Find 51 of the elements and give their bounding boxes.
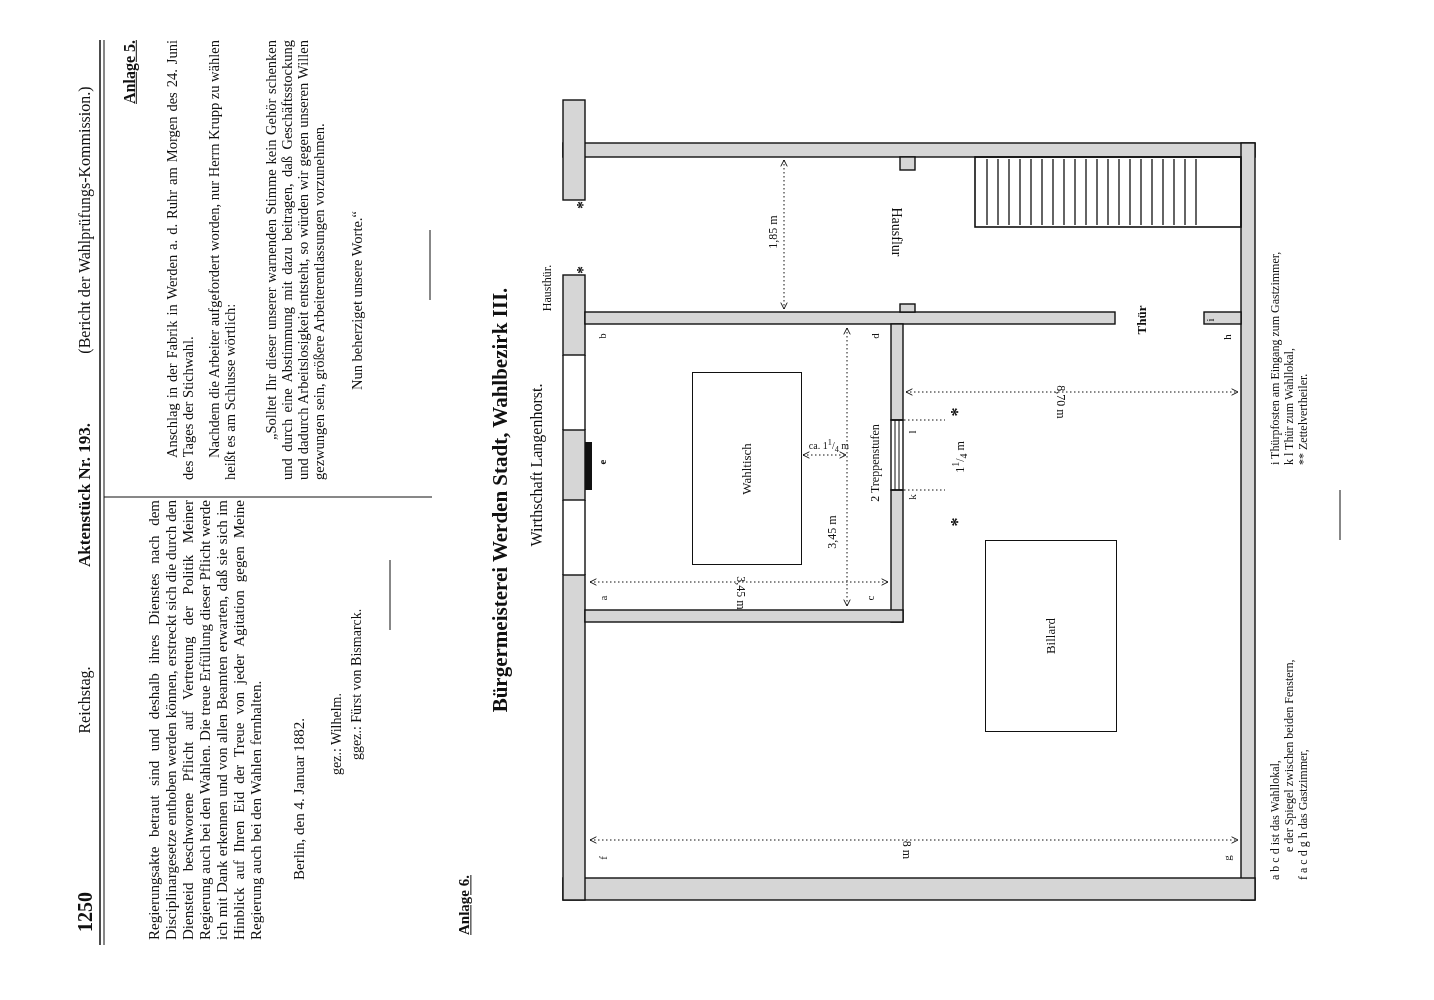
- election-table-outline: [692, 372, 802, 565]
- dimension-label: ca. 1$^{1}$/$_{4}$ m: [808, 437, 850, 455]
- asterisk-mark: *: [573, 201, 592, 209]
- point-letter: h: [1220, 334, 1234, 340]
- signature-line: ggez.: Fürst von Bismarck.: [348, 607, 365, 762]
- date-line: Berlin, den 4. Januar 1882.: [291, 716, 309, 882]
- key-text: a b c d ist das Wahllokal,: [1269, 759, 1283, 880]
- dimension-label: 8 m: [899, 840, 913, 860]
- signature-line: gez.: Wilhelm.: [328, 692, 345, 777]
- key-text: e der Spiegel zwischen beiden Fenstern,: [1283, 658, 1297, 854]
- key-text: f a c d g h das Gastzimmer,: [1297, 748, 1311, 880]
- table-label: Billard: [1043, 617, 1059, 655]
- point-letter: i: [1203, 318, 1217, 322]
- dimension-label: 3,45 m: [826, 515, 840, 549]
- asterisk-mark: *: [947, 407, 969, 417]
- running-head: Reichstag.: [75, 666, 95, 734]
- point-letter: k: [905, 494, 919, 500]
- point-letter: c: [863, 595, 877, 601]
- room-label: Hausflur: [888, 207, 905, 257]
- point-letter: a: [596, 595, 610, 601]
- key-text: ** Zettelvertheiler.: [1297, 372, 1311, 465]
- point-letter: e: [595, 459, 609, 465]
- point-letter: g: [1220, 855, 1234, 861]
- door-label: Thür: [1134, 305, 1150, 335]
- appendix-heading: Anlage 6.: [456, 875, 474, 935]
- table-label: Wahltisch: [739, 442, 755, 495]
- billiard-table-outline: [985, 540, 1117, 732]
- asterisk-mark: *: [947, 517, 969, 527]
- plan-title: Bürgermeisterei Werden Stadt, Wahlbezirk III.: [487, 287, 513, 713]
- key-text: k l Thür zum Wahllokal,: [1283, 347, 1297, 465]
- text-paragraph: Nun beherziget unsere Worte.“: [348, 210, 366, 392]
- plan-subtitle: Wirthschaft Langenhorst.: [527, 383, 547, 547]
- point-letter: l: [905, 430, 919, 434]
- text-paragraph: Nachdem die Arbeiter aufgefordert worden, nur Herrn Krupp zu wählen heißt es am Schlusse wörtlich:: [206, 40, 238, 480]
- asterisk-mark: *: [573, 266, 592, 274]
- text-paragraph: Regierungsakte betraut sind und deshalb ihres Dienstes nach dem Disciplinargesetze enthoben werden können, erstreckt sich die durch den Diensteid beschworene Pflicht auf Vertretung der Politik Meiner Regierung auch bei den Wahlen. Die treue Erfüllung dieser Pflicht werde ich mit Dank erkennen und von allen Beamten erwarten, daß sie sich im Hinblick auf Ihren Eid der Treue von jeder Agitation gegen Meine Regierung auch bei den Wahlen fernhalten.: [145, 500, 265, 940]
- text-paragraph: Anschlag in der Fabrik in Werden a. d. Ruhr am Morgen des 24. Juni des Tages der Stichwahl.: [164, 40, 196, 480]
- key-text: i Thürpfosten am Eingang zum Gastzimmer,: [1269, 250, 1283, 465]
- page-number: 1250: [73, 892, 97, 932]
- point-letter: d: [868, 333, 882, 339]
- dimension-label: 8,70 m: [1053, 385, 1067, 419]
- point-letter: f: [596, 856, 610, 860]
- appendix-heading: Anlage 5.: [120, 40, 140, 106]
- running-head: (Bericht der Wahlprüfungs-Kommission.): [75, 86, 95, 354]
- document-number: Aktenstück Nr. 193.: [75, 423, 95, 567]
- point-letter: b: [595, 333, 609, 339]
- text-paragraph: „Solltet Ihr dieser unserer warnenden Stimme kein Gehör schenken und durch eine Abstimmung mit dazu beitragen, daß Geschäftsstockung und dadurch Arbeitslosigkeit entsteht, so würden wir gegen unseren Willen gezwungen sein, größere Arbeiterentlassungen vorzunehmen.: [263, 40, 327, 480]
- dimension-label: 3,45 m: [733, 576, 747, 610]
- stair-label: 2 Treppenstufen: [869, 424, 883, 502]
- door-label: Hausthür.: [541, 264, 555, 312]
- dimension-label: 1,85 m: [767, 215, 781, 249]
